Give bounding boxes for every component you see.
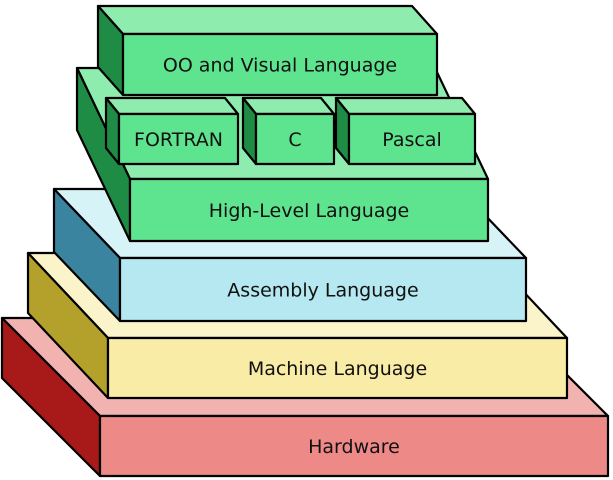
- layer-oo-visual: OO and Visual Language: [96, 4, 439, 97]
- layer-top-face: [96, 4, 439, 36]
- layer-front-face: [254, 112, 336, 166]
- layer-label: FORTRAN: [134, 129, 223, 151]
- layer-front-face: [128, 177, 490, 243]
- layer-front-face: [98, 414, 610, 478]
- layer-front-face: [118, 256, 528, 323]
- layer-front-face: [121, 32, 439, 97]
- layer-label: C: [288, 129, 301, 151]
- layer-label: Hardware: [308, 436, 400, 458]
- layer-label: Machine Language: [248, 358, 427, 380]
- layer-label: OO and Visual Language: [163, 55, 397, 77]
- layer-top-face: [241, 96, 336, 116]
- layer-top-face: [104, 96, 240, 116]
- layer-pascal: Pascal: [334, 96, 477, 166]
- layer-label: Pascal: [382, 129, 442, 151]
- layer-front-face: [106, 336, 569, 400]
- layer-top-face: [334, 96, 477, 116]
- layer-label: Assembly Language: [227, 280, 418, 302]
- layer-c: C: [241, 96, 336, 166]
- layer-fortran: FORTRAN: [104, 96, 240, 166]
- layer-label: High-Level Language: [209, 200, 409, 222]
- layer-front-face: [117, 112, 240, 166]
- layer-front-face: [347, 112, 477, 166]
